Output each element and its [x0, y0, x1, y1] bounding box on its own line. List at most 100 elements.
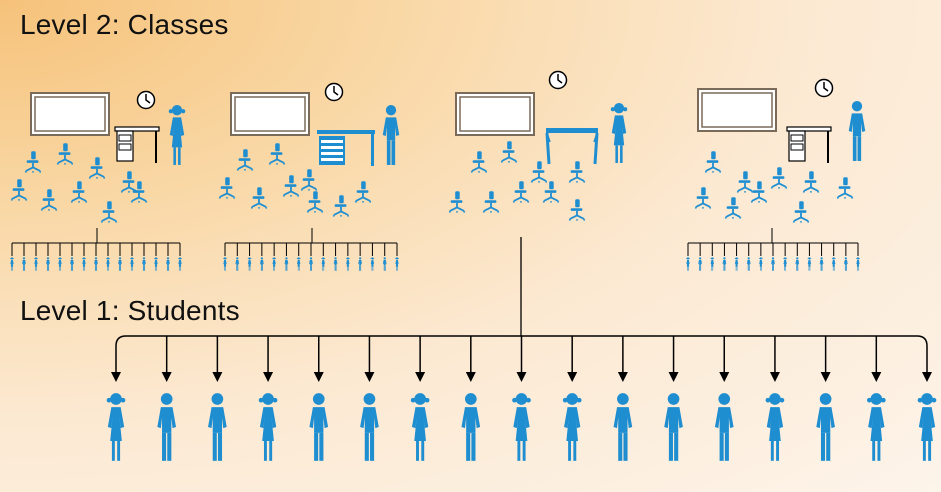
arrow-head: [263, 372, 274, 382]
chair-icon: [792, 200, 810, 224]
clock-icon: [814, 78, 834, 98]
arrow-head: [161, 372, 172, 382]
mini-student-icon: [142, 257, 146, 271]
chair-icon: [568, 160, 586, 184]
mini-student-icon: [722, 257, 727, 271]
mini-student-icon: [807, 257, 812, 271]
mini-student-icon: [358, 257, 363, 271]
chair-icon: [332, 194, 350, 218]
student-icon: [765, 393, 785, 461]
arrow-head: [212, 372, 223, 382]
chair-icon: [250, 186, 268, 210]
mini-student-icon: [46, 257, 50, 271]
teacher-desk-icon: [786, 126, 832, 164]
chair-icon: [448, 190, 466, 214]
chair-icon: [120, 170, 138, 194]
chair-icon: [750, 180, 768, 204]
arrow-head: [668, 372, 679, 382]
chair-icon: [70, 180, 88, 204]
student-icon: [461, 393, 481, 461]
chair-icon: [88, 156, 106, 180]
arrow-head: [111, 372, 121, 382]
chair-icon: [802, 170, 820, 194]
chair-icon: [306, 190, 324, 214]
chair-icon: [130, 180, 148, 204]
teacher-icon: [168, 105, 186, 165]
chair-icon: [24, 150, 42, 174]
student-icon: [714, 393, 734, 461]
arrow-head: [820, 372, 831, 382]
classroom-1: [10, 90, 186, 271]
mini-student-icon: [82, 257, 86, 271]
chair-icon: [530, 160, 548, 184]
chair-icon: [770, 166, 788, 190]
mini-student-icon: [819, 257, 824, 271]
chair-icon: [542, 180, 560, 204]
teacher-desk-icon: [114, 126, 160, 164]
chair-icon: [568, 198, 586, 222]
mini-student-icon: [272, 257, 277, 271]
arrow-head: [313, 372, 324, 382]
student-icon: [512, 393, 531, 461]
chair-icon: [736, 170, 754, 194]
mini-student-icon: [70, 257, 74, 271]
mini-student-icon: [235, 257, 240, 271]
mini-student-icon: [758, 257, 763, 271]
mini-student-icon: [166, 257, 170, 271]
teacher-desk-icon: [317, 130, 375, 166]
chair-icon: [512, 180, 530, 204]
arrow-head: [516, 372, 527, 382]
mini-student-icon: [333, 257, 338, 271]
mini-student-icon: [58, 257, 62, 271]
arrow-head: [415, 372, 426, 382]
clock-icon: [548, 70, 568, 90]
student-icon: [562, 393, 582, 461]
student-icon: [917, 393, 937, 461]
mini-student-icon: [154, 257, 158, 271]
arrow-head: [719, 372, 730, 382]
chair-icon: [724, 196, 742, 220]
mini-student-icon: [831, 257, 836, 271]
level-2-heading: Level 2: Classes: [20, 9, 229, 40]
chair-icon: [500, 140, 518, 164]
mini-student-icon: [94, 257, 98, 271]
chair-icon: [470, 150, 488, 174]
chair-icon: [704, 150, 722, 174]
chair-icon: [10, 178, 28, 202]
student-icon: [866, 393, 886, 461]
teacher-desk-icon: [545, 127, 599, 165]
mini-student-icon: [178, 257, 182, 271]
mini-student-icon: [259, 257, 264, 271]
mini-student-icon: [296, 257, 301, 271]
mini-student-icon: [309, 257, 313, 271]
student-icon: [410, 393, 430, 461]
blackboard-icon: [230, 92, 310, 136]
arrow-head: [922, 372, 932, 382]
classroom-4: [686, 78, 866, 271]
mini-student-icon: [247, 257, 252, 271]
blackboard-icon: [697, 88, 777, 132]
arrow-head: [465, 372, 476, 382]
clock-icon: [136, 90, 156, 110]
student-icon: [816, 393, 835, 461]
student-icon: [360, 393, 379, 461]
classes-layer: [10, 70, 866, 336]
arrow-head: [769, 372, 780, 382]
student-icon: [309, 393, 329, 461]
mini-student-icon: [22, 257, 26, 271]
chair-icon: [282, 174, 300, 198]
blackboard-icon: [455, 92, 535, 136]
chair-icon: [218, 176, 236, 200]
chair-icon: [236, 148, 254, 172]
chair-icon: [836, 176, 854, 200]
mini-student-icon: [10, 257, 14, 271]
mini-student-icon: [746, 257, 751, 271]
mini-student-icon: [321, 257, 326, 271]
chair-icon: [354, 180, 372, 204]
classroom-2: [218, 82, 400, 271]
mini-student-icon: [106, 257, 110, 271]
arrow-head: [567, 372, 578, 382]
mini-student-icon: [710, 257, 715, 271]
arrow-head: [364, 372, 375, 382]
